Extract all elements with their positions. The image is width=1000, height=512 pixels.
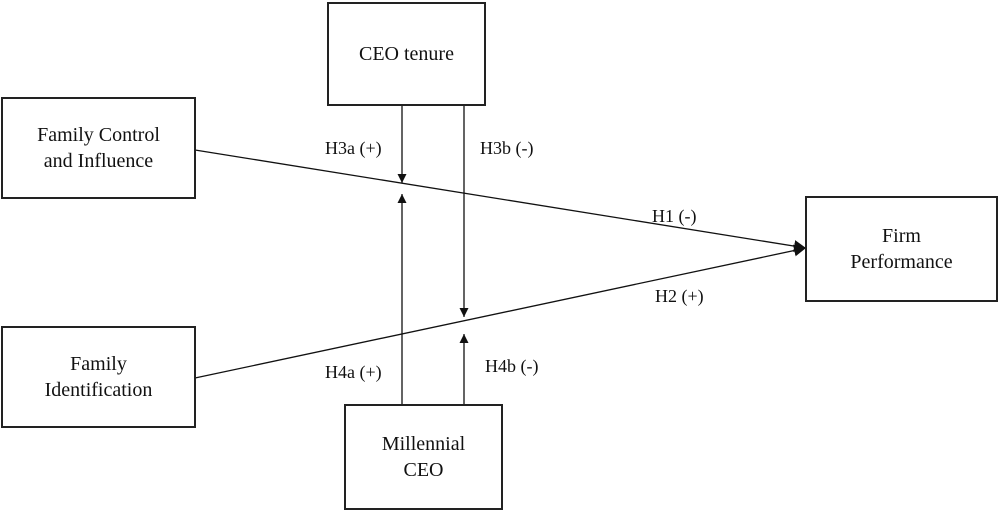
label-h1: H1 (-): [652, 206, 697, 226]
ceo-tenure-line-1: CEO tenure: [359, 43, 454, 65]
family-control-line-1: Family Control: [37, 124, 160, 146]
millennial-ceo-line-1: Millennial: [381, 433, 466, 455]
label-h2: H2 (+): [655, 286, 704, 306]
firm-performance-line-2: Performance: [850, 251, 953, 273]
firm-performance-box: Firm Performance: [805, 196, 998, 302]
family-control-box: Family Control and Influence: [1, 97, 196, 199]
label-h3b: H3b (-): [480, 138, 534, 158]
label-h4a: H4a (+): [325, 362, 382, 382]
family-control-line-2: and Influence: [43, 150, 154, 172]
firm-performance-line-1: Firm: [882, 225, 921, 247]
millennial-ceo-box: Millennial CEO: [344, 404, 503, 510]
arrow-h2: [194, 244, 807, 379]
label-h4b: H4b (-): [485, 356, 539, 376]
label-h3a: H3a (+): [325, 138, 382, 158]
family-identification-line-2: Identification: [44, 379, 153, 401]
arrow-h1: [194, 149, 807, 253]
family-identification-line-1: Family: [70, 353, 127, 375]
ceo-tenure-box: CEO tenure: [327, 2, 486, 106]
millennial-ceo-line-2: CEO: [403, 459, 444, 481]
family-identification-box: Family Identification: [1, 326, 196, 428]
